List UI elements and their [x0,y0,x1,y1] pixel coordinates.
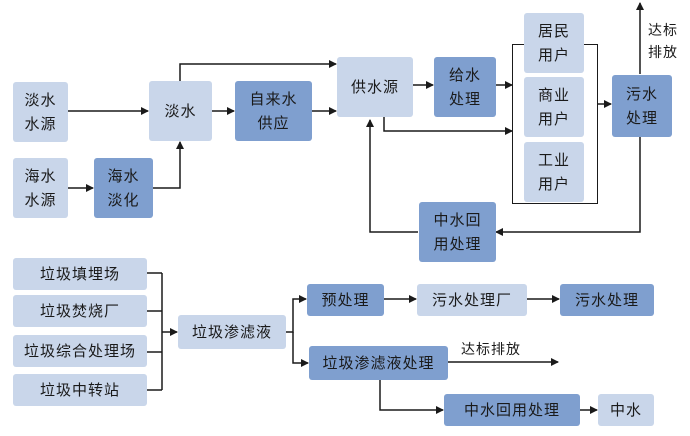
reclaimed-water-node: 中水 [598,394,654,426]
desalination-node: 海水 淡化 [94,158,153,218]
arrow-leachate-branches [286,295,307,333]
reclaimed-water-treatment-node: 中水回 用处理 [419,202,496,262]
incineration-plant-node: 垃圾焚烧厂 [13,295,147,327]
resident-users-node: 居民 用户 [524,13,584,73]
fresh-water-node: 淡水 [149,81,212,141]
arrow-leachate-treat [292,332,309,367]
leachate-treatment-node: 垃圾渗滤液处理 [309,346,448,380]
arrow-desal-fresh [153,141,184,189]
discharge-label-top: 达标 排放 [648,23,678,61]
commercial-users-node: 商业 用户 [524,77,584,137]
sewage-treatment-node: 污水 处理 [612,75,672,137]
arrow-reuse-supply [366,119,418,233]
arrow-leachatetreat-reuse2 [379,380,444,414]
leachate-node: 垃圾渗滤液 [178,315,286,349]
seawater-source-node: 海水 水源 [13,158,68,218]
sewage-plant-node: 污水处理厂 [417,284,527,316]
water-treatment-node: 给水 处理 [434,57,496,117]
arrow-sewage-reuse [495,137,641,236]
sewage-treatment-bottom-node: 污水处理 [560,284,654,316]
transfer-station-node: 垃圾中转站 [13,374,147,406]
landfill-node: 垃圾填埋场 [13,258,147,290]
fresh-water-source-node: 淡水 水源 [13,82,68,142]
arrow-fresh-supply [179,60,337,81]
industrial-users-node: 工业 用户 [524,142,584,202]
discharge-label-bottom: 达标排放 [461,342,521,358]
pretreatment-node: 预处理 [307,284,384,316]
water-supply-node: 供水源 [337,57,413,117]
reclaimed-water-treatment-bottom-node: 中水回用处理 [444,394,580,426]
integrated-treatment-plant-node: 垃圾综合处理场 [13,335,147,367]
arrow-supply-users [383,117,513,135]
tap-water-supply-node: 自来水 供应 [235,81,312,141]
